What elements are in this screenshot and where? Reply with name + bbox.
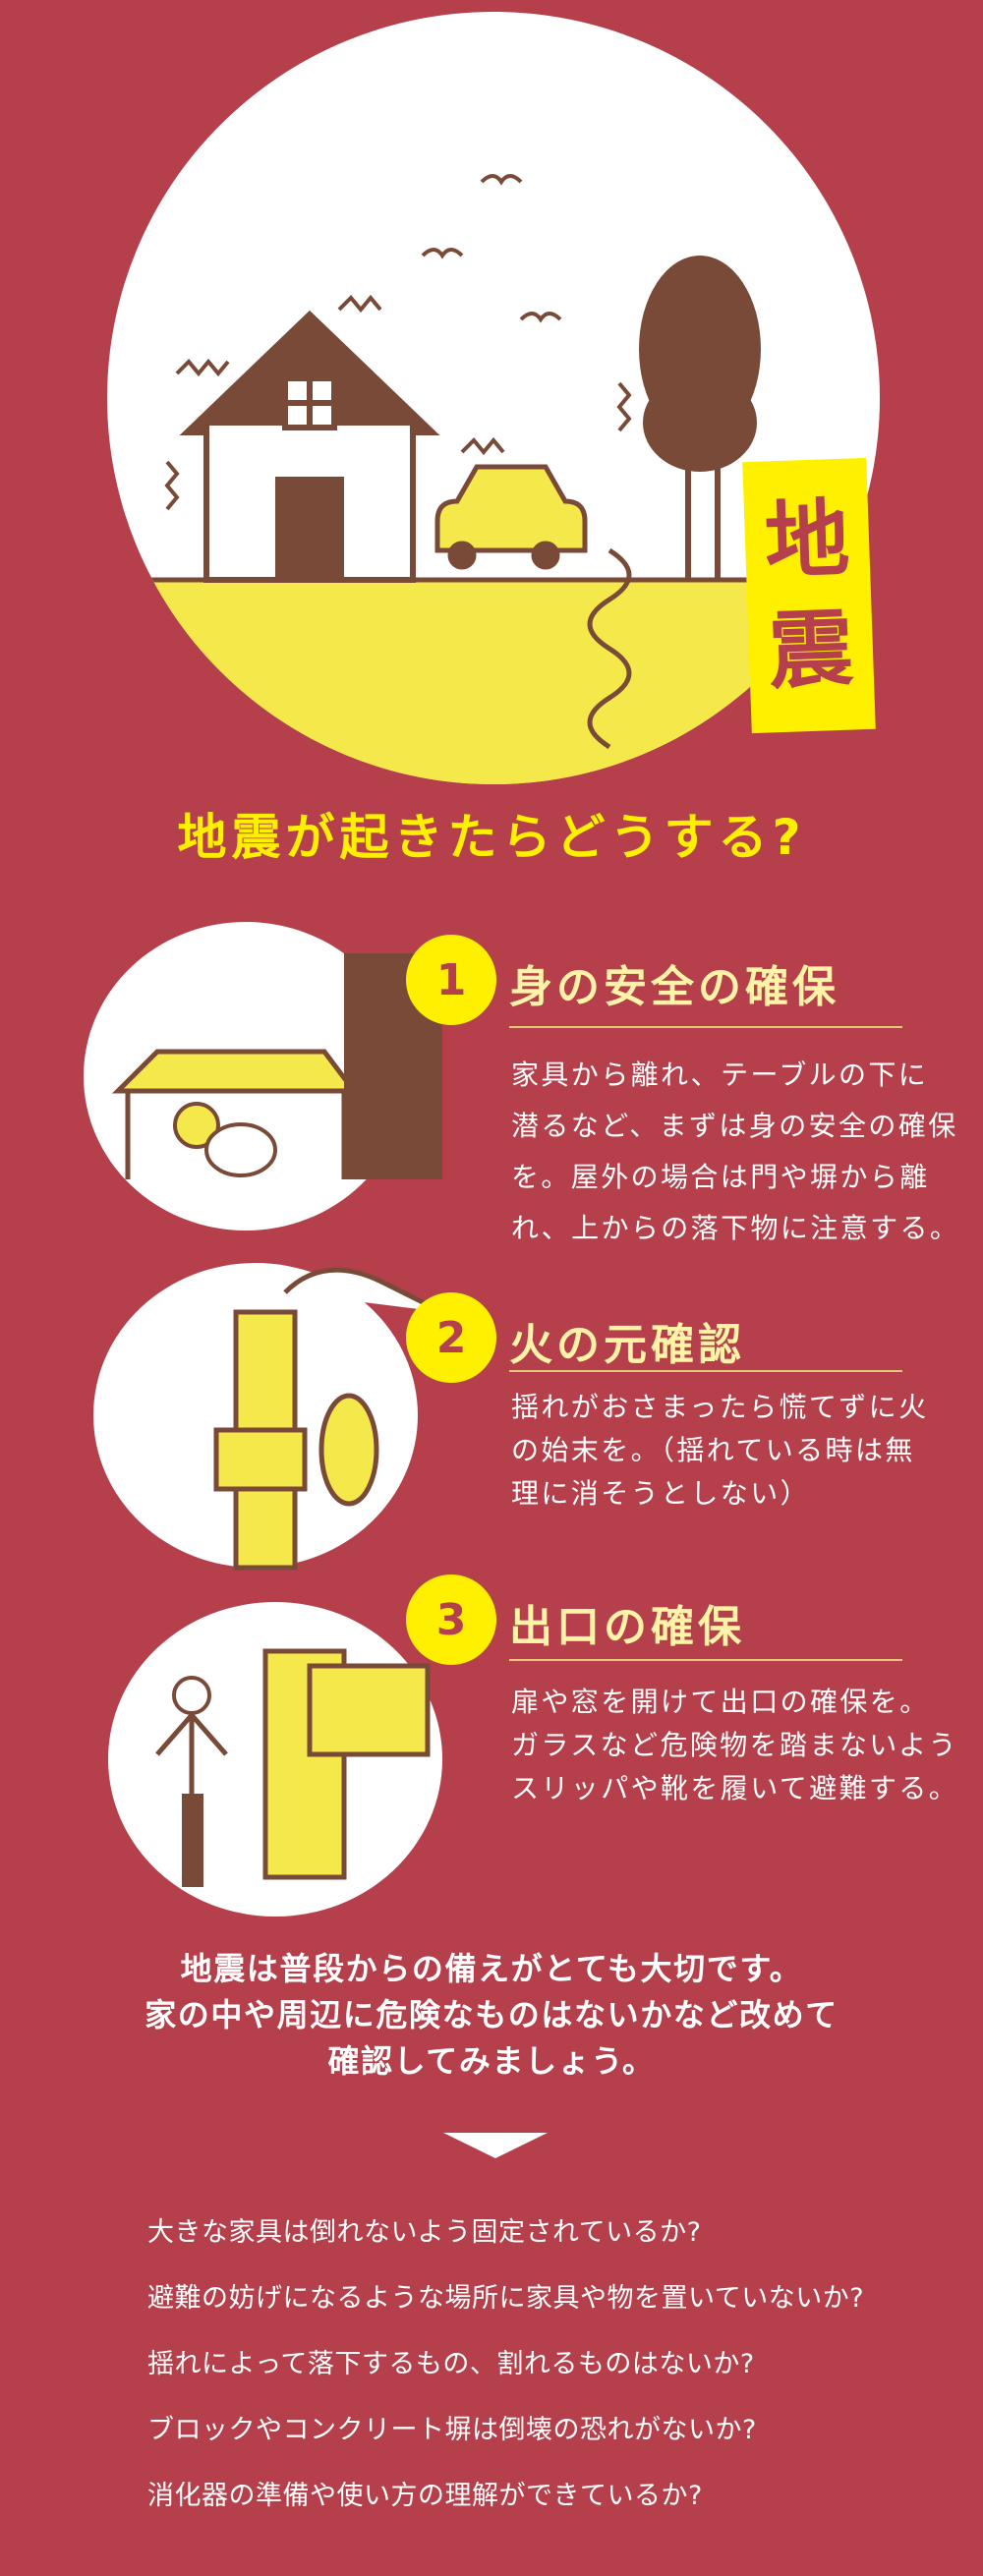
step-1-divider [509,1026,902,1028]
step-2-badge: 2 [406,1292,496,1383]
house-icon [179,310,440,583]
summary-line: 地震は普段からの備えがとても大切です。 [180,1950,803,1987]
body-line: を。屋外の場合は門や塀から離 [511,1161,930,1193]
body-line: ガラスなど危険物を踏まないよう [511,1729,958,1761]
summary-line: 家の中や周辺に危険なものはないかなど改めて [145,1996,838,2033]
step-3-title: 出口の確保 [509,1602,745,1652]
checklist-item: 消化器の準備や使い方の理解ができているか? [147,2481,703,2511]
body-line: 家具から離れ、テーブルの下に [511,1059,929,1091]
step-1-badge: 1 [406,935,496,1025]
step-3-body: 扉や窓を開けて出口の確保を。 ガラスなど危険物を踏まないよう スリッパや靴を履い… [511,1681,959,1810]
checklist-item: ブロックやコンクリート塀は倒壊の恐れがないか? [147,2415,757,2445]
body-line: スリッパや靴を履いて避難する。 [511,1772,959,1804]
step-2-divider [509,1370,902,1372]
car-icon [434,464,588,570]
birds-icon [421,174,562,323]
page-heading: 地震が起きたらどうする? [177,809,806,866]
label-char-2: 震 [767,600,855,702]
section-3-illustration-open-door [108,1602,442,1917]
body-line: 理に消そうとしない） [511,1477,811,1510]
section-2-illustration-gas-valve [93,1263,444,1571]
step-2-body: 揺れがおさまったら慌てずに火 の始末を。（揺れている時は無 理に消そうとしない） [511,1386,929,1516]
tree-icon [639,256,761,580]
down-arrow-icon [443,2133,548,2158]
body-line: 潜るなど、まずは身の安全の確保 [511,1110,958,1142]
checklist-item: 揺れによって落下するもの、割れるものはないか? [147,2349,755,2379]
label-char-1: 地 [763,489,851,592]
step-2-title: 火の元確認 [509,1320,745,1370]
body-line: 揺れがおさまったら慌てずに火 [511,1391,929,1423]
summary-text: 地震は普段からの備えがとても大切です。 家の中や周辺に危険なものはないかなど改め… [0,1946,983,2085]
body-line: 扉や窓を開けて出口の確保を。 [511,1686,930,1718]
step-1-body: 家具から離れ、テーブルの下に 潜るなど、まずは身の安全の確保 を。屋外の場合は門… [511,1050,960,1254]
summary-line: 確認してみましょう。 [327,2042,656,2080]
earthquake-scene-illustration [107,12,880,784]
body-line: の始末を。（揺れている時は無 [511,1434,915,1466]
checklist-item: 避難の妨げになるような場所に家具や物を置いていないか? [147,2283,865,2314]
step-1-title: 身の安全の確保 [509,962,839,1012]
earthquake-label: 地 震 [742,457,876,734]
checklist-item: 大きな家具は倒れないよう固定されているか? [147,2217,702,2248]
step-3-badge: 3 [406,1574,496,1665]
step-3-divider [509,1659,902,1661]
body-line: れ、上からの落下物に注意する。 [511,1212,960,1244]
checklist: 大きな家具は倒れないよう固定されているか? 避難の妨げになるような場所に家具や物… [147,2200,864,2529]
